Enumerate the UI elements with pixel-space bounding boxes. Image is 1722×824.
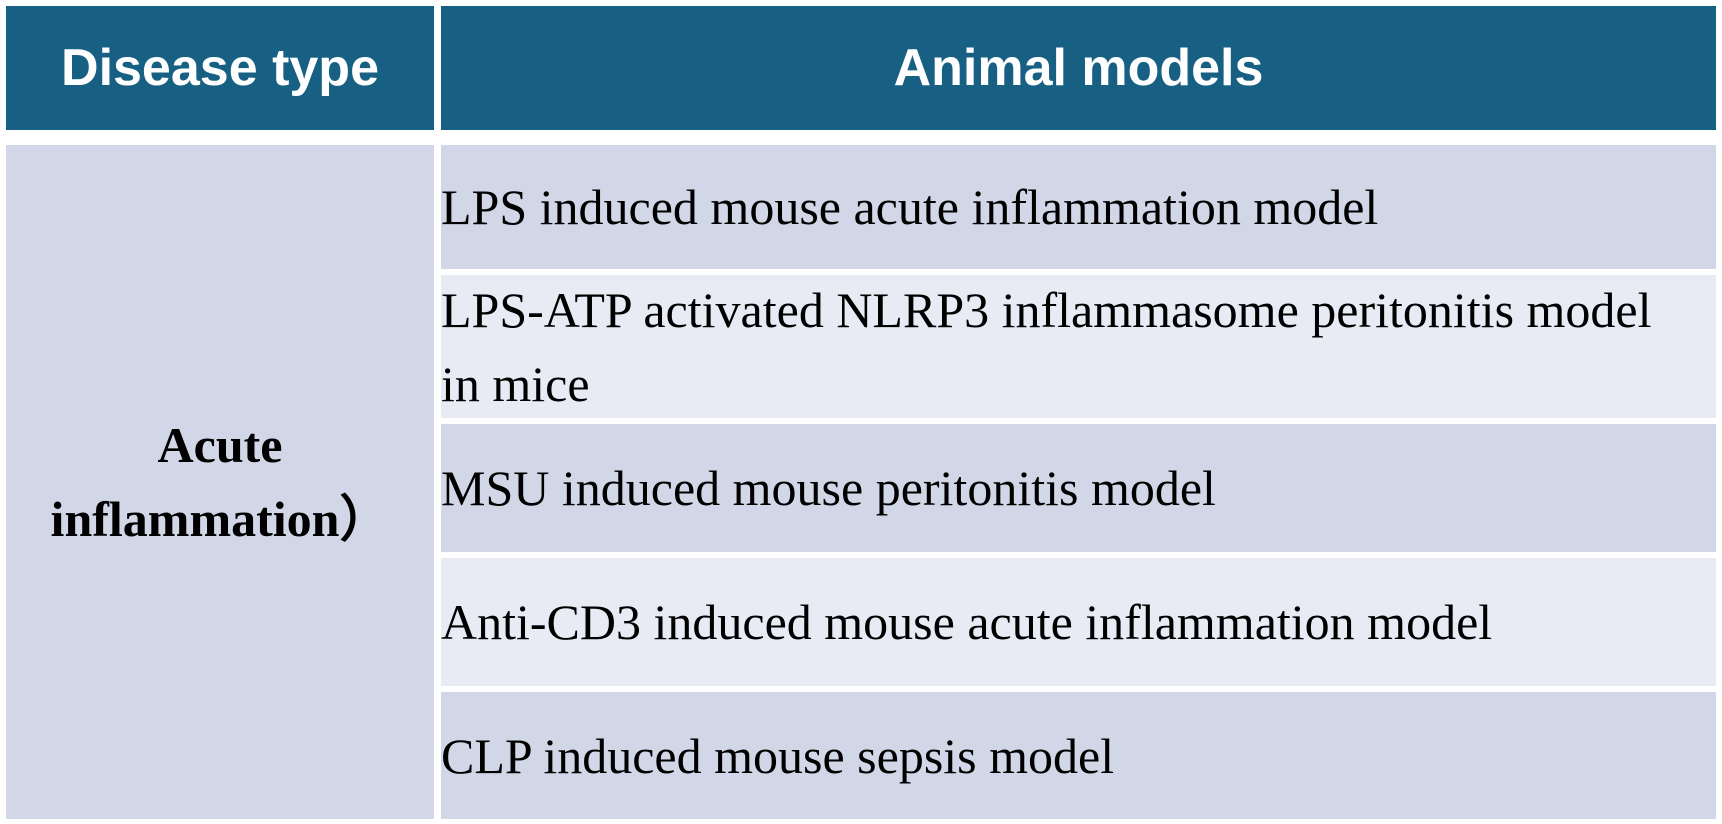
model-label: Anti-CD3 induced mouse acute inflammatio… (441, 594, 1493, 650)
header-disease-type: Disease type (6, 6, 434, 130)
table-row-model-5: CLP induced mouse sepsis model (441, 692, 1716, 819)
header-disease-type-label: Disease type (61, 39, 379, 97)
header-animal-models-label: Animal models (893, 39, 1264, 97)
table-row-model-4: Anti-CD3 induced mouse acute inflammatio… (441, 558, 1716, 686)
model-label: MSU induced mouse peritonitis model (441, 460, 1216, 516)
table-row-model-1: LPS induced mouse acute inflammation mod… (441, 145, 1716, 269)
table-row-model-3: MSU induced mouse peritonitis model (441, 424, 1716, 552)
model-label: LPS-ATP activated NLRP3 inflammasome per… (441, 281, 1652, 412)
table-row-model-2: LPS-ATP activated NLRP3 inflammasome per… (441, 275, 1716, 418)
disease-type-line-2: inflammation） (50, 491, 390, 547)
disease-type-text: Acute inflammation） (51, 408, 390, 556)
header-animal-models: Animal models (441, 6, 1716, 130)
model-label: CLP induced mouse sepsis model (441, 727, 1115, 784)
model-label: LPS induced mouse acute inflammation mod… (441, 179, 1379, 235)
disease-type-line-1: Acute (157, 417, 283, 473)
disease-type-cell: Acute inflammation） (6, 145, 434, 819)
